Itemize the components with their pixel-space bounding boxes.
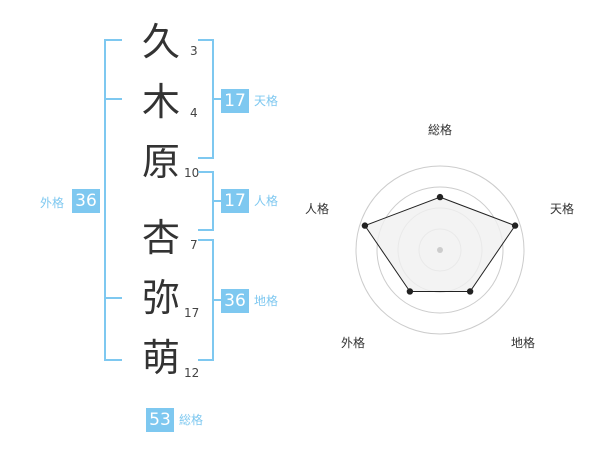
radar-point-2 xyxy=(511,222,519,229)
tenkaku-label: 天格 xyxy=(254,94,279,108)
name-char-6: 萌 xyxy=(141,336,180,380)
chikaku-label: 地格 xyxy=(254,294,279,308)
chikaku-value-badge: 36 xyxy=(221,289,249,313)
jinkaku-connector xyxy=(212,200,222,202)
fortune-radar-chart xyxy=(355,165,525,335)
stroke-count-2: 4 xyxy=(190,106,198,120)
radar-axis-label-gaikaku: 外格 xyxy=(341,336,366,350)
jinkaku-value-badge: 17 xyxy=(221,189,249,213)
radar-axis-label-tenkaku: 天格 xyxy=(550,202,575,216)
radar-point-5 xyxy=(361,222,369,229)
jinkaku-label: 人格 xyxy=(254,194,279,208)
radar-axis-label-jinkaku: 人格 xyxy=(305,202,330,216)
radar-point-4 xyxy=(406,288,414,295)
name-char-2: 木 xyxy=(141,80,180,124)
radar-polygon xyxy=(364,196,516,292)
gaikaku-tick-top xyxy=(104,98,122,100)
name-char-5: 弥 xyxy=(141,276,180,320)
stroke-count-4: 7 xyxy=(190,238,198,252)
radar-axis-label-chikaku: 地格 xyxy=(511,336,536,350)
gaikaku-bracket xyxy=(104,39,122,361)
chikaku-connector xyxy=(212,299,222,301)
stroke-count-3: 10 xyxy=(184,166,200,180)
soukaku-label: 総格 xyxy=(179,413,204,427)
radar-axis-label-soukaku: 総格 xyxy=(428,123,453,137)
radar-ring-4 xyxy=(355,165,525,335)
name-char-3: 原 xyxy=(141,140,180,184)
gaikaku-tick-bottom xyxy=(104,297,122,299)
tenkaku-connector xyxy=(212,98,222,100)
radar-point-1 xyxy=(436,193,444,201)
radar-center-dot xyxy=(437,247,443,253)
radar-point-3 xyxy=(466,288,474,295)
soukaku-value-badge: 53 xyxy=(146,408,174,432)
stroke-count-1: 3 xyxy=(190,44,198,58)
tenkaku-value-badge: 17 xyxy=(221,89,249,113)
radar-ring-3 xyxy=(376,186,504,314)
name-char-4: 杏 xyxy=(141,216,180,260)
gaikaku-value-badge: 36 xyxy=(72,189,100,213)
stroke-count-6: 12 xyxy=(184,366,200,380)
stroke-count-5: 17 xyxy=(184,306,200,320)
gaikaku-label: 外格 xyxy=(40,196,65,210)
name-char-1: 久 xyxy=(141,20,180,64)
